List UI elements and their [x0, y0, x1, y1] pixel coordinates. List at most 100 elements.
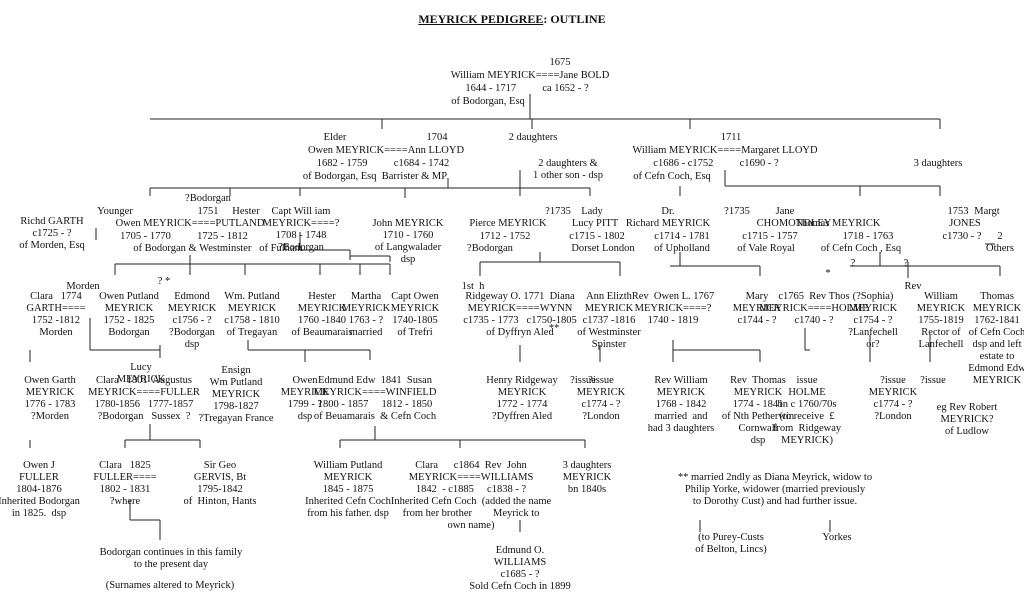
pedigree-entry: ?: [903, 258, 909, 269]
pedigree-entry: Thomas MEYRICK: [795, 218, 881, 229]
pedigree-entry: Owen MEYRICK====Ann LLOYD: [307, 145, 465, 156]
pedigree-entry: ?issue MEYRICK c1774 - ? ?London: [576, 375, 626, 422]
pedigree-entry: 1712 - 1752: [479, 231, 531, 242]
pedigree-entry: Edmund Edw 1841 Susan MEYRICK====WINFIEL…: [313, 375, 437, 422]
pedigree-entry: Pierce MEYRICK: [469, 218, 547, 229]
pedigree-entry: ?1735: [724, 206, 750, 217]
pedigree-entry: Lady: [581, 206, 603, 217]
pedigree-entry: Henry Ridgeway MEYRICK 1772 - 1774 ?Dyff…: [486, 375, 558, 422]
pedigree-entry: *: [825, 268, 831, 279]
pedigree-entry: Lucy MEYRICK: [116, 362, 166, 385]
pedigree-entry: CHOMONDLEY: [756, 218, 832, 229]
pedigree-entry: ?issue: [570, 375, 596, 386]
pedigree-entry: Ann Elizth MEYRICK c1737 -1816 of Westmi…: [577, 291, 641, 350]
pedigree-entry: Edmond MEYRICK c1756 - ? ?Bodorgan dsp: [167, 291, 217, 350]
pedigree-entry: Mary MEYRICK c1744 - ?: [732, 291, 782, 326]
pedigree-entry: Bodorgan continues in this family to the…: [99, 547, 243, 570]
pedigree-entry: (to Purey-Custs of Belton, Lincs): [695, 532, 767, 555]
pedigree-entry: 1705 - 1770 1725 - 1812: [120, 231, 248, 242]
pedigree-entry: of Cefn Coch, Esq: [633, 171, 711, 182]
pedigree-entry: Elder: [323, 132, 347, 143]
pedigree-entry: Capt Will iam MEYRICK====? 1708 - 1748 ?…: [262, 206, 340, 253]
pedigree-entry: Rev: [904, 281, 922, 292]
pedigree-entry: Thomas MEYRICK 1762-1841 of Cefn Coch ds…: [968, 291, 1024, 386]
pedigree-entry: 1753: [947, 206, 969, 217]
title-main: MEYRICK PEDIGREE: [418, 12, 544, 26]
pedigree-entry: of Bodorgan, Esq: [451, 96, 525, 107]
pedigree-entry: Hester MEYRICK 1760 -1840 of Beaumarais: [291, 291, 353, 338]
pedigree-entry: Martha MEYRICK 1763 - ? married: [341, 291, 391, 338]
pedigree-entry: John MEYRICK 1710 - 1760 of Langwalader …: [372, 218, 444, 265]
pedigree-entry: Ensign Wm Putland MEYRICK 1798-1827 ?Tre…: [198, 365, 274, 424]
pedigree-entry: of Bodorgan & Westminster of Fulham: [133, 243, 303, 254]
pedigree-entry: Yorkes: [822, 532, 852, 543]
pedigree-entry: c1714 - 1781: [654, 231, 710, 242]
pedigree-entry: Rev William MEYRICK 1768 - 1842 married …: [647, 375, 715, 434]
pedigree-entry: 3 daughters: [913, 158, 963, 169]
pedigree-entry: Richd GARTH c1725 - ? of Morden, Esq: [19, 216, 85, 251]
pedigree-entry: Capt Owen MEYRICK 1740-1805 of Trefri: [390, 291, 440, 338]
pedigree-entry: 2 Others: [986, 231, 1014, 254]
pedigree-entry: 2 daughters & 1 other son - dsp: [533, 158, 603, 181]
pedigree-entry: 1704: [426, 132, 448, 143]
pedigree-entry: Owen J FULLER 1804-1876 Inherited Bodorg…: [0, 460, 80, 519]
pedigree-entry: Margt: [974, 206, 1000, 217]
pedigree-entry: of Bodorgan, Esq Barrister & MP: [302, 171, 448, 182]
pedigree-entry: Clara c1864 Rev John MEYRICK====WILLIAMS…: [390, 460, 552, 531]
pedigree-entry: JONES: [949, 218, 981, 229]
pedigree-entry: c1715 - 1757: [742, 231, 798, 242]
pedigree-entry: Clara 1801 Augustus MEYRICK====FULLER 17…: [88, 375, 200, 422]
pedigree-entry: 1718 - 1763: [842, 231, 894, 242]
pedigree-entry: 1682 - 1759 c1684 - 1742: [316, 158, 450, 169]
pedigree-entry: issue HOLME bn c 1760/70s (to receive £ …: [772, 375, 842, 446]
title-sub: : OUTLINE: [543, 12, 606, 26]
pedigree-entry: ?issue MEYRICK c1774 - ? ?London: [868, 375, 918, 422]
pedigree-entry: William MEYRICK====Margaret LLOYD: [632, 145, 818, 156]
pedigree-entry: ?: [850, 258, 856, 269]
pedigree-entry: Owen MEYRICK====PUTLAND: [115, 218, 265, 229]
pedigree-entry: Dr. Richard MEYRICK: [625, 206, 711, 229]
pedigree-entry: Ridgeway O. 1771 Diana MEYRICK====WYNN c…: [463, 291, 577, 338]
pedigree-entry: Clara 1825 FULLER==== 1802 - 1831 ?where: [93, 460, 157, 507]
pedigree-entry: Morden: [66, 281, 100, 292]
pedigree-entry: eg Rev Robert MEYRICK? of Ludlow: [936, 402, 998, 437]
pedigree-entry: 1644 - 1717 ca 1652 - ?: [465, 83, 589, 94]
pedigree-entry: (Surnames altered to Meyrick): [105, 580, 235, 591]
pedigree-entry: of Cefn Coch , Esq: [820, 243, 902, 254]
pedigree-entry: Edmund O. WILLIAMS c1685 - ? Sold Cefn C…: [469, 545, 571, 592]
pedigree-entry: William MEYRICK 1755-1819 Rector of Lanf…: [916, 291, 966, 350]
pedigree-entry: ?issue: [920, 375, 946, 386]
pedigree-entry: Hester: [232, 206, 260, 217]
pedigree-entry: ** married 2ndly as Diana Meyrick, widow…: [677, 472, 873, 507]
pedigree-entry: Younger: [97, 206, 133, 217]
pedigree-entry: Sir Geo GERVIS, Bt 1795-1842 of Hinton, …: [183, 460, 257, 507]
pedigree-entry: c1765 Rev Thos MEYRICK====HOLME c1740 - …: [759, 291, 869, 326]
pedigree-entry: Lucy PITT: [571, 218, 619, 229]
pedigree-entry: ? *: [157, 276, 171, 287]
pedigree-entry: Owen MEYRICK 1799 - ? dsp: [280, 375, 330, 422]
pedigree-entry: 1751: [197, 206, 219, 217]
pedigree-entry: of Vale Royal: [737, 243, 795, 254]
pedigree-entry: c1686 - c1752 c1690 - ?: [653, 158, 779, 169]
pedigree-entry: Dorset London: [571, 243, 635, 254]
pedigree-title: MEYRICK PEDIGREE: OUTLINE: [0, 12, 1024, 27]
pedigree-entry: William MEYRICK====Jane BOLD: [450, 70, 610, 81]
pedigree-entry: c1715 - 1802: [569, 231, 625, 242]
pedigree-entry: of Upholland: [654, 243, 710, 254]
pedigree-entry: ?1735: [545, 206, 571, 217]
pedigree-entry: 1st h: [461, 281, 485, 292]
pedigree-entry: ?Bodorgan: [185, 193, 231, 204]
pedigree-entry: c1730 - ?: [942, 231, 982, 242]
pedigree-entry: 3 daughters MEYRICK bn 1840s: [562, 460, 612, 495]
pedigree-entry: 1675: [549, 57, 571, 68]
pedigree-entry: Owen Putland MEYRICK 1752 - 1825 Bodorga…: [99, 291, 159, 338]
pedigree-entry: 2 daughters: [508, 132, 558, 143]
pedigree-entry: William Putland MEYRICK 1845 - 1875 Inhe…: [305, 460, 391, 519]
pedigree-entry: Rev Owen L. 1767 MEYRICK====? 1740 - 181…: [631, 291, 715, 326]
pedigree-entry: **: [548, 323, 560, 334]
pedigree-entry: Jane: [775, 206, 795, 217]
pedigree-entry: Rev Thomas MEYRICK 1774 - 1841 of Nth Pe…: [721, 375, 795, 446]
pedigree-entry: ?Bodorgan: [467, 243, 513, 254]
pedigree-entry: (?Sophia) MEYRICK c1754 - ? ?Lanfechell …: [848, 291, 898, 350]
